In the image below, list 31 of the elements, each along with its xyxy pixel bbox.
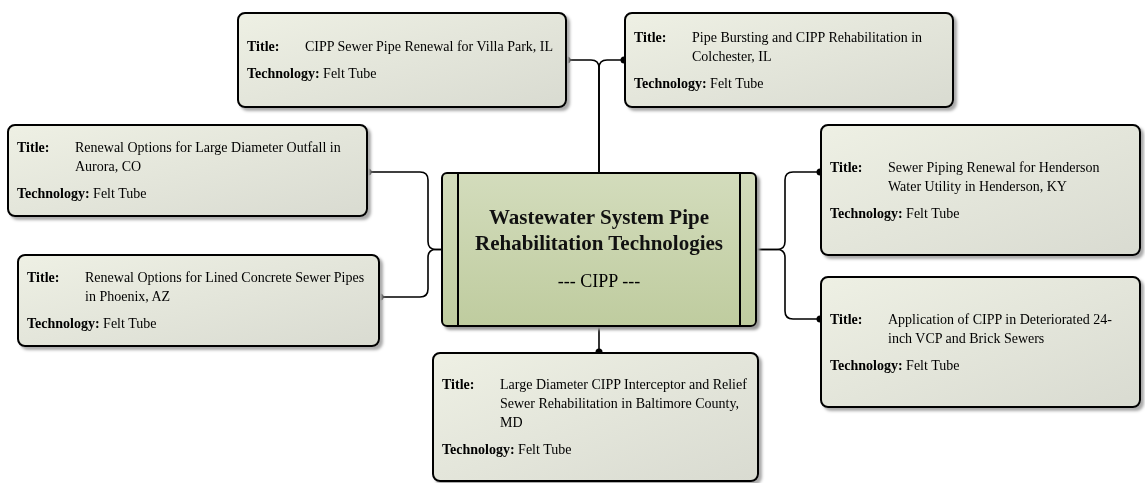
project-card — [17, 254, 380, 347]
technology-line: Technology: Felt Tube — [830, 204, 960, 223]
technology-line: Technology: Felt Tube — [830, 356, 960, 375]
field-label: Title: — [830, 158, 864, 177]
project-card — [7, 124, 368, 217]
project-title: Sewer Piping Renewal for Henderson Water Utility in Henderson, KY — [888, 158, 1101, 196]
project-title: Renewal Options for Large Diameter Outfall in Aurora, CO — [75, 139, 342, 176]
technology-line: Technology: Felt Tube — [247, 65, 377, 83]
project-title: Renewal Options for Lined Concrete Sewer Pipes in Phoenix, AZ — [85, 269, 366, 306]
field-label: Title: — [830, 310, 864, 329]
field-label: Title: — [17, 139, 51, 157]
technology-line: Technology: Felt Tube — [27, 315, 157, 333]
project-card — [624, 12, 954, 108]
field-label: Title: — [247, 38, 281, 56]
field-label: Title: — [442, 376, 476, 394]
project-card — [820, 276, 1141, 408]
technology-line: Technology: Felt Tube — [17, 185, 147, 203]
project-title: Pipe Bursting and CIPP Rehabilitation in Colchester, IL — [692, 28, 924, 66]
technology-line: Technology: Felt Tube — [442, 441, 572, 459]
topic-title: Wastewater System Pipe Rehabilitation Technologies — [474, 204, 724, 256]
technology-line: Technology: Felt Tube — [634, 74, 764, 93]
project-title: Application of CIPP in Deteriorated 24-inch VCP and Brick Sewers — [888, 310, 1113, 348]
project-title: Large Diameter CIPP Interceptor and Relief Sewer Rehabilitation in Baltimore County, MD — [500, 376, 748, 432]
project-card — [432, 352, 759, 482]
project-card — [820, 124, 1141, 256]
field-label: Title: — [27, 269, 61, 287]
topic-subtitle: --- CIPP --- — [557, 270, 641, 293]
topic-box — [441, 172, 757, 327]
field-label: Title: — [634, 28, 668, 47]
project-title: CIPP Sewer Pipe Renewal for Villa Park, IL — [305, 38, 553, 56]
project-card — [237, 12, 567, 108]
